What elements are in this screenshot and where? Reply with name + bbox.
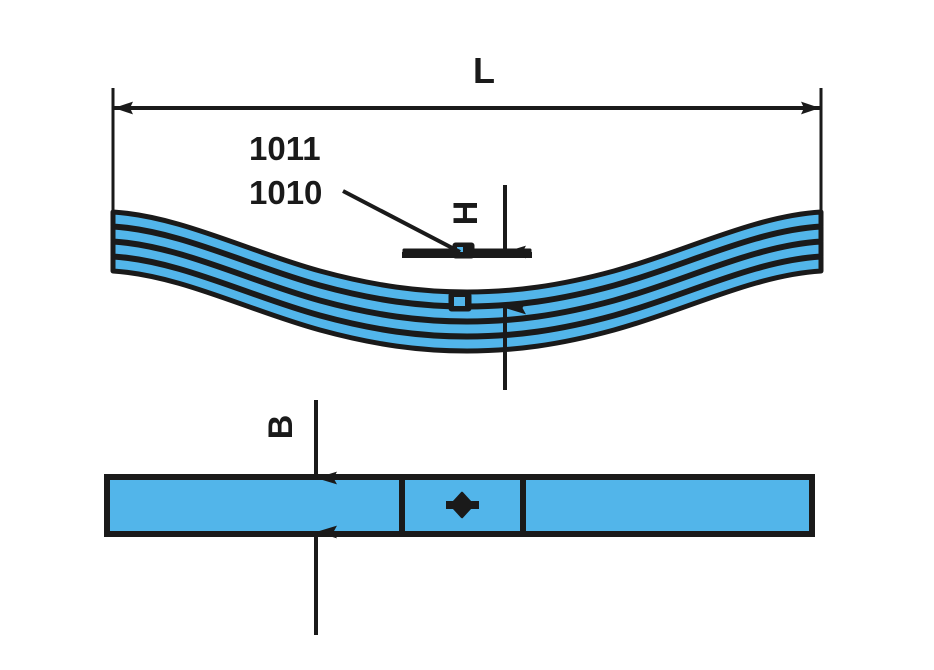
dimension-length-L: L	[111, 50, 823, 221]
part-label-group: 1011 1010	[249, 130, 461, 254]
part-label-1010: 1010	[249, 174, 322, 211]
center-bolt-hole	[446, 491, 479, 519]
dimension-label-L: L	[473, 50, 495, 91]
dimension-width-B: B	[262, 400, 337, 635]
part-label-1011: 1011	[249, 130, 321, 167]
side-view-group	[110, 209, 824, 354]
center-bolt-nut	[448, 292, 472, 312]
spring-leaf-4	[110, 254, 824, 354]
dimension-label-B: B	[262, 415, 300, 440]
plan-view-group	[104, 474, 815, 537]
leader-line-1010	[342, 189, 461, 254]
dimension-height-H: H	[447, 185, 526, 390]
dimension-label-H: H	[447, 201, 485, 226]
